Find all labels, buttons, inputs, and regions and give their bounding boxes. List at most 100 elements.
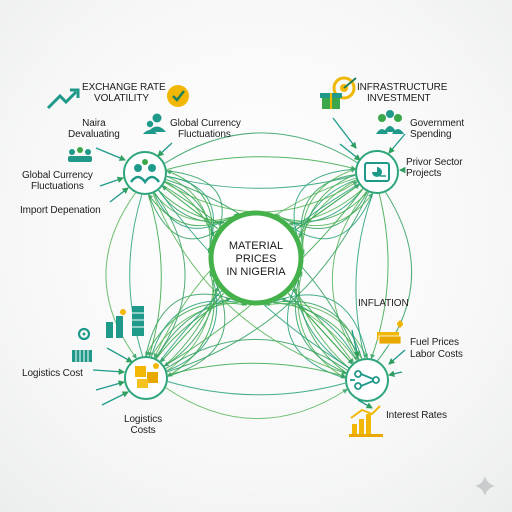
connection-curve bbox=[166, 174, 356, 189]
global-currency-left-line1: Global Currency bbox=[22, 170, 93, 181]
connection-curve bbox=[300, 174, 356, 246]
connection-curve bbox=[158, 189, 225, 226]
labor-costs-label: Labor Costs bbox=[410, 349, 463, 360]
logistics-cost-label: Logistics Cost bbox=[22, 368, 83, 379]
connection-curve bbox=[273, 300, 363, 359]
target-icon bbox=[332, 76, 357, 100]
global-currency-label-left: Global Currency Fluctuations bbox=[22, 170, 93, 192]
gear-icon bbox=[77, 327, 91, 341]
exchange-rate-title-line1: EXCHANGE RATE bbox=[82, 82, 166, 93]
private-sector-label: Privor Sector Projects bbox=[406, 157, 463, 179]
connection-curve bbox=[165, 387, 348, 419]
connection-curve bbox=[355, 193, 374, 359]
private-sector-line2: Projects bbox=[406, 168, 442, 179]
center-ring bbox=[208, 210, 304, 306]
exchange-rate-title: EXCHANGE RATE VOLATILITY bbox=[82, 82, 166, 104]
connection-curve bbox=[164, 181, 214, 237]
connection-curve bbox=[287, 293, 353, 365]
chart-doc-icon bbox=[364, 162, 390, 182]
naira-label-line1: Naira bbox=[82, 118, 106, 129]
connection-curve bbox=[167, 270, 226, 377]
connection-curve bbox=[331, 191, 367, 361]
connection-curve bbox=[301, 174, 356, 246]
connection-curve bbox=[152, 193, 347, 375]
connection-curve bbox=[167, 381, 346, 396]
naira-devaluating-label: Naira Devaluating bbox=[68, 118, 120, 140]
connection-curve bbox=[158, 189, 224, 223]
connection-curve bbox=[154, 192, 186, 359]
connection-curve bbox=[288, 188, 364, 227]
connection-curve bbox=[264, 294, 368, 359]
center-title: MATERIAL PRICES IN NIGERIA bbox=[216, 240, 296, 279]
container-icon bbox=[72, 350, 92, 362]
connection-curve bbox=[282, 191, 368, 222]
connection-curve bbox=[147, 194, 162, 358]
center-title-line3: IN NIGERIA bbox=[226, 266, 286, 278]
private-sector-line1: Privor Sector bbox=[406, 157, 463, 168]
connection-curve bbox=[289, 188, 364, 225]
connection-curve bbox=[280, 297, 358, 361]
connection-curve bbox=[301, 168, 356, 255]
connection-curve bbox=[148, 194, 239, 227]
logistics-costs-label: Logistics Costs bbox=[124, 414, 162, 436]
infrastructure-title-line1: INFRASTRUCTURE bbox=[357, 82, 448, 93]
government-label-line1: Government bbox=[410, 118, 465, 129]
global-currency-top-line1: Global Currency bbox=[170, 118, 241, 129]
naira-label-line2: Devaluating bbox=[68, 129, 120, 140]
connection-curve bbox=[167, 362, 347, 378]
connection-curve bbox=[165, 181, 215, 237]
flow-network-icon bbox=[350, 370, 380, 390]
label-arrows bbox=[92, 117, 406, 409]
connection-curve bbox=[164, 132, 358, 164]
center-title-line1: MATERIAL bbox=[228, 240, 284, 252]
bar-chart-icon bbox=[106, 306, 144, 338]
global-currency-top-line2: Fluctuations bbox=[178, 129, 231, 140]
connection-curve bbox=[105, 192, 137, 359]
center-title-line2: PRICES bbox=[235, 253, 277, 265]
connection-curve bbox=[166, 156, 357, 171]
node-bottom-right bbox=[345, 358, 389, 402]
handshake-icon bbox=[129, 159, 161, 185]
sparkle-icon bbox=[475, 476, 495, 496]
import-depenation-label: Import Depenation bbox=[20, 205, 101, 216]
node-top-right bbox=[355, 150, 399, 194]
logistics-costs-line1: Logistics bbox=[124, 414, 163, 425]
node-bottom-left bbox=[124, 356, 168, 400]
inflation-title: INFLATION bbox=[358, 298, 409, 309]
money-stack-icon bbox=[377, 320, 403, 345]
global-currency-label-top: Global Currency Fluctuations bbox=[170, 118, 241, 140]
connection-curve bbox=[265, 303, 368, 359]
connection-curve bbox=[299, 179, 357, 238]
connection-curve bbox=[298, 279, 347, 374]
coin-growth-icon bbox=[349, 405, 383, 437]
team-icon bbox=[376, 110, 404, 134]
connection-curve bbox=[273, 302, 363, 359]
connection-curve bbox=[166, 279, 214, 372]
connection-curve bbox=[155, 298, 231, 359]
connection-curve bbox=[160, 293, 224, 363]
interest-rates-label: Interest Rates bbox=[386, 410, 447, 421]
shipping-boxes-icon bbox=[135, 363, 159, 388]
connection-curve bbox=[129, 194, 144, 357]
government-label-line2: Spending bbox=[410, 129, 452, 140]
government-spending-label: Government Spending bbox=[410, 118, 464, 140]
connection-curve bbox=[165, 339, 348, 371]
gift-icon bbox=[320, 93, 342, 109]
checkmark-badge-icon bbox=[167, 85, 189, 107]
connection-curve bbox=[155, 297, 232, 359]
fuel-prices-label: Fuel Prices bbox=[410, 337, 459, 348]
connection-curve bbox=[161, 185, 219, 230]
group-icon bbox=[68, 147, 92, 162]
connection-curve bbox=[166, 279, 218, 372]
connection-curve bbox=[153, 192, 231, 229]
infrastructure-title-line2: INVESTMENT bbox=[367, 93, 431, 104]
connection-curve bbox=[150, 302, 239, 357]
connection-curve bbox=[167, 192, 370, 373]
exchange-rate-title-line2: VOLATILITY bbox=[94, 93, 149, 104]
trend-arrow-icon bbox=[46, 88, 80, 110]
logistics-costs-line2: Costs bbox=[130, 425, 156, 436]
people-icon bbox=[143, 113, 166, 134]
infrastructure-title: INFRASTRUCTURE INVESTMENT bbox=[357, 82, 447, 104]
global-currency-left-line2: Fluctuations bbox=[31, 181, 84, 192]
